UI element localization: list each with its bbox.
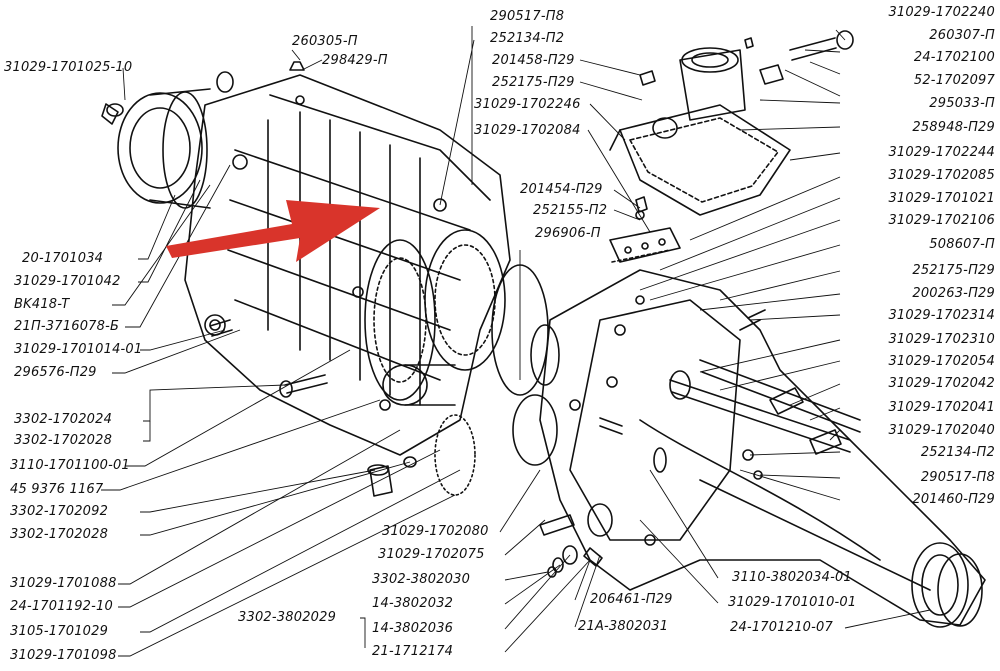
gear-cluster — [364, 229, 560, 496]
part-label: 31029-1702244 — [888, 145, 995, 160]
part-label: 31029-1701021 — [888, 191, 995, 206]
part-label: 206461-П29 — [590, 592, 673, 607]
part-label: 21П-3716078-Б — [14, 319, 120, 334]
part-label: 201460-П29 — [912, 492, 995, 507]
part-label: 3110-1701100-01 — [10, 458, 130, 473]
part-label: 31029-1702085 — [888, 168, 995, 183]
part-label: 201458-П29 — [492, 53, 575, 68]
part-label: 260305-П — [292, 34, 358, 49]
part-label: 3105-1701029 — [10, 624, 109, 639]
part-label: 252155-П2 — [533, 203, 608, 218]
part-label: 31029-1702246 — [474, 97, 581, 112]
part-label: 508607-П — [929, 237, 995, 252]
input-shaft-flange — [101, 88, 211, 209]
rear-extension-housing — [539, 269, 986, 628]
part-label: 31029-1702080 — [382, 524, 489, 539]
part-label: 31029-1701010-01 — [728, 595, 857, 610]
part-label: 252175-П29 — [492, 75, 575, 90]
part-label: 31029-1701014-01 — [14, 342, 143, 357]
leader-lines — [101, 26, 931, 657]
part-label: 20-1701034 — [22, 251, 104, 266]
part-label: 31029-1702075 — [378, 547, 485, 562]
part-label: 31029-1702042 — [888, 376, 995, 391]
part-label: 3302-1702028 — [10, 527, 109, 542]
part-label: 252175-П29 — [912, 263, 995, 278]
part-label: 290517-П8 — [490, 9, 565, 24]
part-label: 21А-3802031 — [578, 619, 669, 634]
part-label: 3302-1702024 — [14, 412, 113, 427]
part-label: 31029-1702054 — [888, 354, 995, 369]
part-label: 31029-1702310 — [888, 332, 995, 347]
part-label: 252134-П2 — [920, 445, 995, 460]
part-label: 258948-П29 — [912, 120, 995, 135]
part-label: 296906-П — [535, 226, 601, 241]
part-label: 3302-1702092 — [10, 504, 109, 519]
part-label: 296576-П29 — [14, 365, 97, 380]
part-label: 252134-П2 — [490, 31, 565, 46]
part-label: 31029-1701088 — [10, 576, 117, 591]
part-label: 3302-3802029 — [238, 610, 337, 625]
part-label: 298429-П — [322, 53, 388, 68]
red-arrow — [166, 200, 380, 262]
part-label: 3302-3802030 — [372, 572, 471, 587]
part-label: 31029-1702106 — [888, 213, 995, 228]
part-label: 260307-П — [929, 28, 995, 43]
part-label: 201454-П29 — [520, 182, 603, 197]
part-label: 31029-1701025-10 — [4, 60, 133, 75]
part-label: 31029-1701098 — [10, 648, 117, 663]
part-label: 31029-1702240 — [888, 5, 995, 20]
part-label: 21-1712174 — [372, 644, 454, 659]
part-label: 295033-П — [929, 96, 995, 111]
part-label: 31029-1701042 — [14, 274, 121, 289]
speedometer-drive-parts — [539, 447, 667, 578]
part-label: 24-1701210-07 — [730, 620, 833, 635]
part-label: 45 9376 1167 — [10, 482, 104, 497]
shift-rods — [599, 309, 861, 480]
part-label: 3302-1702028 — [14, 433, 113, 448]
part-label: 14-3802036 — [372, 621, 454, 636]
part-label: 52-1702097 — [913, 73, 995, 88]
shift-plate — [609, 196, 681, 263]
part-label: 31029-1702040 — [888, 423, 995, 438]
top-cover — [609, 30, 854, 216]
part-label: 24-1702100 — [913, 50, 995, 65]
part-label: 3110-3802034-01 — [732, 570, 852, 585]
part-label: 31029-1702084 — [474, 123, 581, 138]
front-housing — [184, 61, 511, 456]
part-label: BK418-T — [14, 297, 70, 312]
part-label: 290517-П8 — [920, 470, 995, 485]
loose-bolts-left — [209, 319, 417, 497]
part-label: 24-1701192-10 — [10, 599, 113, 614]
part-label: 31029-1702314 — [888, 308, 995, 323]
part-label: 14-3802032 — [372, 596, 454, 611]
part-label: 200263-П29 — [912, 286, 995, 301]
part-label: 31029-1702041 — [888, 400, 995, 415]
